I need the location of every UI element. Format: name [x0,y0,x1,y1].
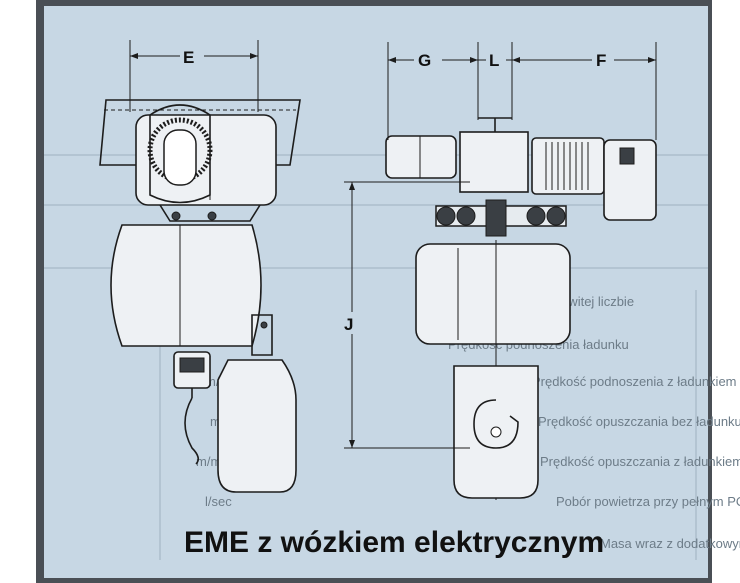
bg-line-6: Pobór powietrza przy pełnym POR [556,494,740,509]
background-text: POR przy całkowitej liczbie Prędkość pod… [196,294,740,551]
bg-line-3: Prędkość podnoszenia z ładunkiem [532,374,737,389]
label-e: E [183,48,194,67]
diagram-caption: EME z wózkiem elektrycznym [184,526,604,559]
dimension-j: J [340,181,470,449]
bg-line-4: Prędkość opuszczania bez ładunku [538,414,740,429]
bg-unit-4: l/sec [205,494,232,509]
front-view [385,117,657,500]
label-j: J [344,315,353,334]
bg-line-7: Masa wraz z dodatkowym [600,536,740,551]
label-l: L [489,51,499,70]
side-view [99,99,301,493]
label-f: F [596,51,606,70]
dimension-e: E [129,40,259,112]
label-g: G [418,51,431,70]
bg-line-5: Prędkość opuszczania z ładunkiem [540,454,740,469]
dimensions-top-right: G L F [387,42,657,140]
